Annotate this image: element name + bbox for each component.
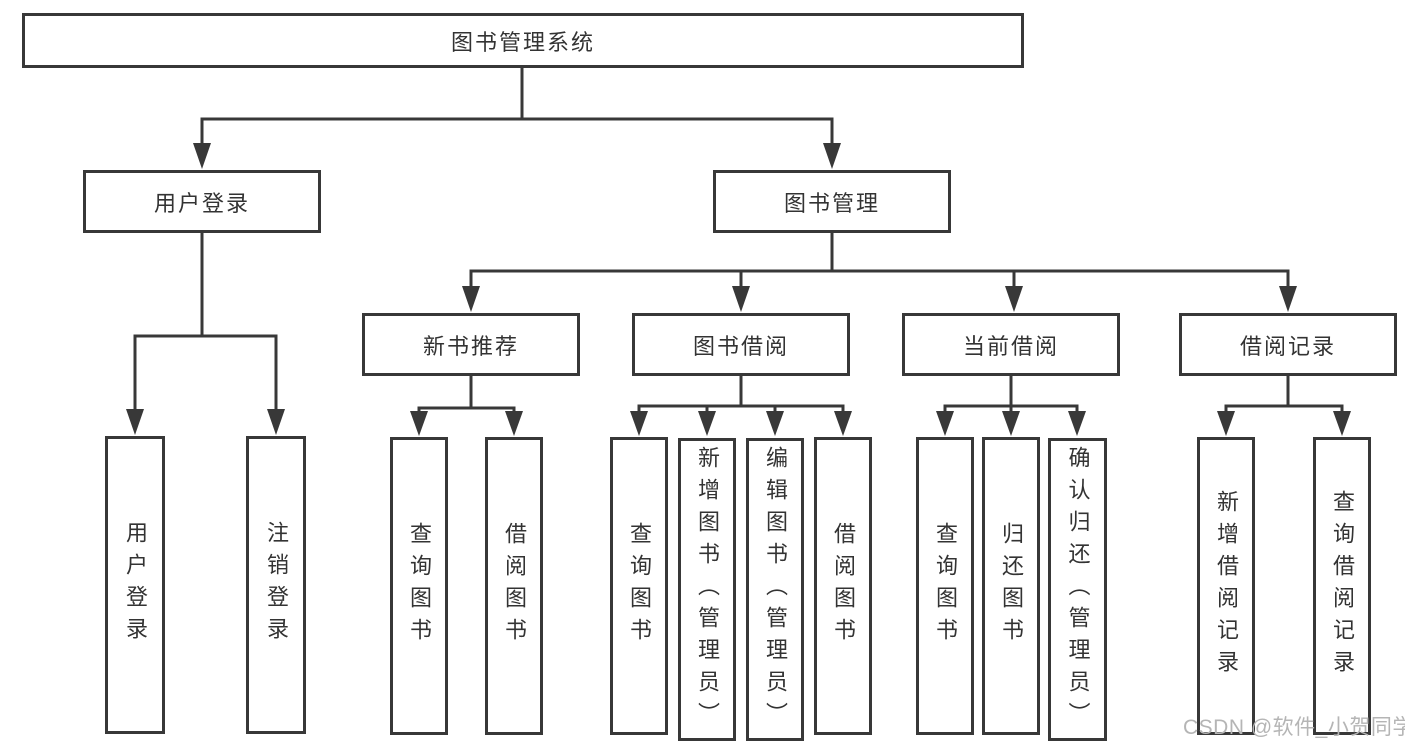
leaf-logout: 注销登录 — [246, 436, 306, 734]
connector-current-borrowing-to-children — [936, 376, 1086, 436]
leaf-newbooks-borrow-books: 借阅图书 — [485, 437, 543, 735]
connector-borrow-records-to-children — [1217, 376, 1351, 436]
connector-root-to-level2 — [193, 67, 841, 169]
node-book-management: 图书管理 — [713, 170, 951, 233]
node-root: 图书管理系统 — [22, 13, 1024, 68]
node-new-book-recommend: 新书推荐 — [362, 313, 580, 376]
csdn-watermark: CSDN @软件_小贺同学 — [1183, 716, 1405, 739]
leaf-current-confirm-return-admin: 确认归还（管理员） — [1048, 438, 1107, 741]
node-current-borrowing: 当前借阅 — [902, 313, 1120, 376]
node-user-login: 用户登录 — [83, 170, 321, 233]
connector-new-book-recommend-to-children — [410, 376, 523, 436]
leaf-records-add-record: 新增借阅记录 — [1197, 437, 1255, 735]
leaf-borrowing-add-books-admin: 新增图书（管理员） — [678, 438, 736, 741]
leaf-user-login: 用户登录 — [105, 436, 165, 734]
leaf-current-return-books: 归还图书 — [982, 437, 1040, 735]
connector-user-login-to-children — [126, 232, 285, 435]
leaf-newbooks-query-books: 查询图书 — [390, 437, 448, 735]
leaf-current-query-books: 查询图书 — [916, 437, 974, 735]
node-borrow-records: 借阅记录 — [1179, 313, 1397, 376]
connector-book-management-to-groups — [462, 232, 1297, 312]
leaf-records-query-record: 查询借阅记录 — [1313, 437, 1371, 735]
leaf-borrowing-query-books: 查询图书 — [610, 437, 668, 735]
node-book-borrowing: 图书借阅 — [632, 313, 850, 376]
leaf-borrowing-borrow-books: 借阅图书 — [814, 437, 872, 735]
leaf-borrowing-edit-books-admin: 编辑图书（管理员） — [746, 438, 804, 741]
connector-book-borrowing-to-children — [630, 376, 852, 436]
